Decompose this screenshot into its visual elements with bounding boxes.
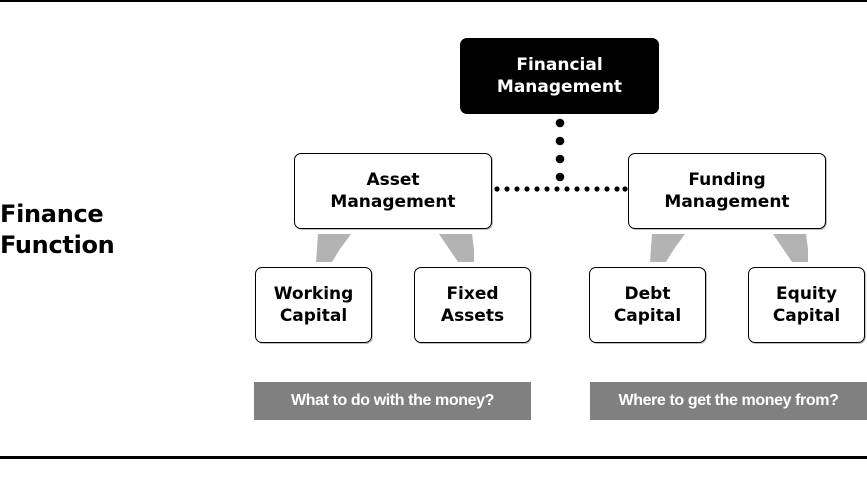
working-capital-label-2: Capital (279, 306, 348, 326)
financial-management-label-1: Financial (516, 55, 603, 75)
fixed-assets-label-1: Fixed (446, 284, 499, 304)
working-capital-box: Working Capital (255, 267, 372, 343)
fixed-assets-box: Fixed Assets (414, 267, 531, 343)
financial-management-box: Financial Management (460, 38, 659, 114)
equity-capital-label-2: Capital (772, 306, 841, 326)
equity-capital-label-1: Equity (776, 284, 837, 304)
asset-caption-bar: What to do with the money? (254, 382, 531, 420)
asset-management-label-2: Management (330, 192, 456, 212)
debt-capital-box: Debt Capital (589, 267, 706, 343)
fixed-assets-label-2: Assets (440, 306, 505, 326)
finance-function-title: Finance Function (0, 199, 115, 261)
asset-management-box: Asset Management (294, 153, 492, 229)
arrow-to-debt-capital (650, 234, 685, 262)
top-rule (0, 0, 867, 2)
working-capital-label-1: Working (273, 284, 354, 304)
debt-capital-label-2: Capital (613, 306, 682, 326)
asset-management-label-1: Asset (366, 170, 420, 190)
arrow-to-fixed-assets (439, 234, 474, 262)
financial-management-label-2: Management (496, 77, 623, 97)
equity-capital-box: Equity Capital (748, 267, 865, 343)
arrow-to-equity-capital (773, 234, 808, 262)
dotted-connector-vertical (555, 118, 565, 182)
dotted-connector-horizontal (494, 186, 628, 192)
debt-capital-label-1: Debt (624, 284, 671, 304)
arrow-to-working-capital (316, 234, 351, 262)
funding-management-label-1: Funding (688, 170, 766, 190)
bottom-rule (0, 456, 867, 459)
funding-caption-bar: Where to get the money from? (590, 382, 867, 420)
funding-management-label-2: Management (664, 192, 790, 212)
side-title-line-2: Function (0, 231, 115, 259)
side-title-line-1: Finance (0, 200, 104, 228)
funding-management-box: Funding Management (628, 153, 826, 229)
